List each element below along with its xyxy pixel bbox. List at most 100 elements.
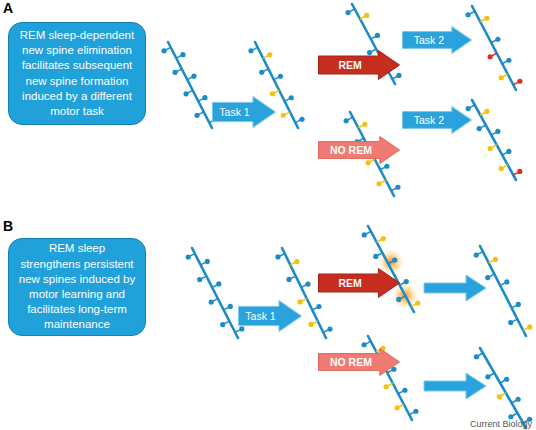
spine-neck (513, 82, 518, 85)
spine-neck (480, 112, 485, 115)
arrow-label: Task 1 (219, 106, 249, 118)
spine-head (209, 299, 214, 304)
spine-head (395, 185, 400, 190)
arrow-label-holder: NO REM (318, 136, 384, 164)
dendrite (362, 336, 419, 420)
spine-neck (224, 307, 229, 310)
task-arrow: Task 2 (402, 26, 472, 54)
spine-head (466, 106, 471, 111)
spine-neck (400, 283, 405, 286)
plain-arrow (424, 275, 486, 301)
arrow-label: Task 2 (414, 114, 444, 126)
spine-head (504, 279, 509, 284)
spine-neck (478, 353, 483, 356)
spine-neck (312, 307, 317, 309)
spine-head (493, 257, 498, 262)
dendrite (474, 348, 532, 428)
spine-neck (199, 112, 204, 115)
spine-neck (512, 319, 517, 322)
spine-head (384, 384, 389, 389)
spine-head (404, 279, 409, 284)
spine-neck (366, 341, 371, 344)
dendrite (362, 226, 421, 312)
dendrite-shaft (480, 246, 526, 336)
spine-neck (492, 53, 497, 56)
summary-text: REM sleep-dependent new spine eliminatio… (18, 28, 136, 119)
spine-head (392, 257, 397, 262)
arrow-label-holder: Task 2 (402, 106, 456, 134)
spine-neck (502, 61, 507, 64)
spine-neck (391, 188, 396, 191)
spine-neck (392, 76, 397, 79)
spine-neck (253, 47, 258, 49)
spine-head (477, 126, 482, 131)
spine-neck (290, 262, 295, 264)
block-arrow-outline (239, 301, 302, 332)
spine-neck (264, 69, 269, 71)
spine-neck (371, 36, 376, 39)
spine-neck (274, 77, 279, 79)
dendrite-shaft (168, 42, 212, 128)
spine-neck (370, 159, 375, 162)
spine-neck (399, 404, 404, 407)
spine-head (495, 129, 500, 134)
task-arrow: Task 2 (402, 106, 472, 134)
arrow-label-holder: NO REM (318, 348, 384, 376)
spine-neck (388, 261, 393, 264)
spine-neck (274, 90, 279, 92)
spine-neck (380, 167, 385, 170)
spine-head (506, 149, 511, 154)
spine-head (362, 342, 367, 347)
spine-head (281, 113, 286, 118)
spine-neck (301, 285, 306, 287)
spine-head (297, 299, 302, 304)
spine-head (504, 377, 509, 382)
spine-neck (489, 274, 494, 277)
spine-neck (377, 240, 382, 243)
spine-neck (285, 112, 290, 114)
spine-neck (512, 305, 517, 308)
spine-neck (470, 11, 475, 14)
spine-head (286, 277, 291, 282)
spine-neck (348, 117, 353, 120)
spine-head (161, 48, 166, 53)
arrow-label-holder: REM (318, 50, 382, 80)
arrow-label: Task 2 (414, 34, 444, 46)
spine-head (516, 302, 521, 307)
spine-head (488, 146, 493, 151)
spine-neck (166, 47, 171, 50)
spine-head (186, 254, 191, 259)
no-rem-arrow: NO REM (318, 348, 400, 376)
spine-neck (190, 254, 195, 257)
spine-neck (198, 99, 203, 102)
spine-head (506, 58, 511, 63)
summary-box: REM sleep strengthens persistent new spi… (8, 238, 146, 336)
spine-head (183, 91, 188, 96)
spine-head (305, 281, 310, 286)
dendrite-shaft (368, 336, 412, 420)
spine-head (508, 320, 513, 325)
spine-neck (489, 260, 494, 263)
spine-neck (378, 253, 383, 256)
spine-neck (409, 412, 414, 415)
spine-neck (480, 19, 485, 22)
spine-neck (295, 120, 300, 122)
spine-head (384, 164, 389, 169)
summary-box: REM sleep-dependent new spine eliminatio… (8, 22, 146, 125)
spine-head (527, 324, 532, 329)
spine-neck (512, 400, 517, 403)
dendrite-shaft (192, 248, 238, 338)
spine-head (275, 254, 280, 259)
spine-head (517, 79, 522, 84)
spine-head (362, 122, 367, 127)
spine-neck (492, 145, 497, 148)
arrow-label: REM (339, 59, 362, 71)
arrow-label: NO REM (330, 144, 372, 156)
spine-head (202, 95, 207, 100)
task-arrow: Task 1 (238, 300, 302, 332)
spine-neck (201, 262, 206, 265)
spine-head (364, 13, 369, 18)
rem-arrow: REM (318, 50, 400, 80)
no-rem-arrow: NO REM (318, 136, 400, 164)
